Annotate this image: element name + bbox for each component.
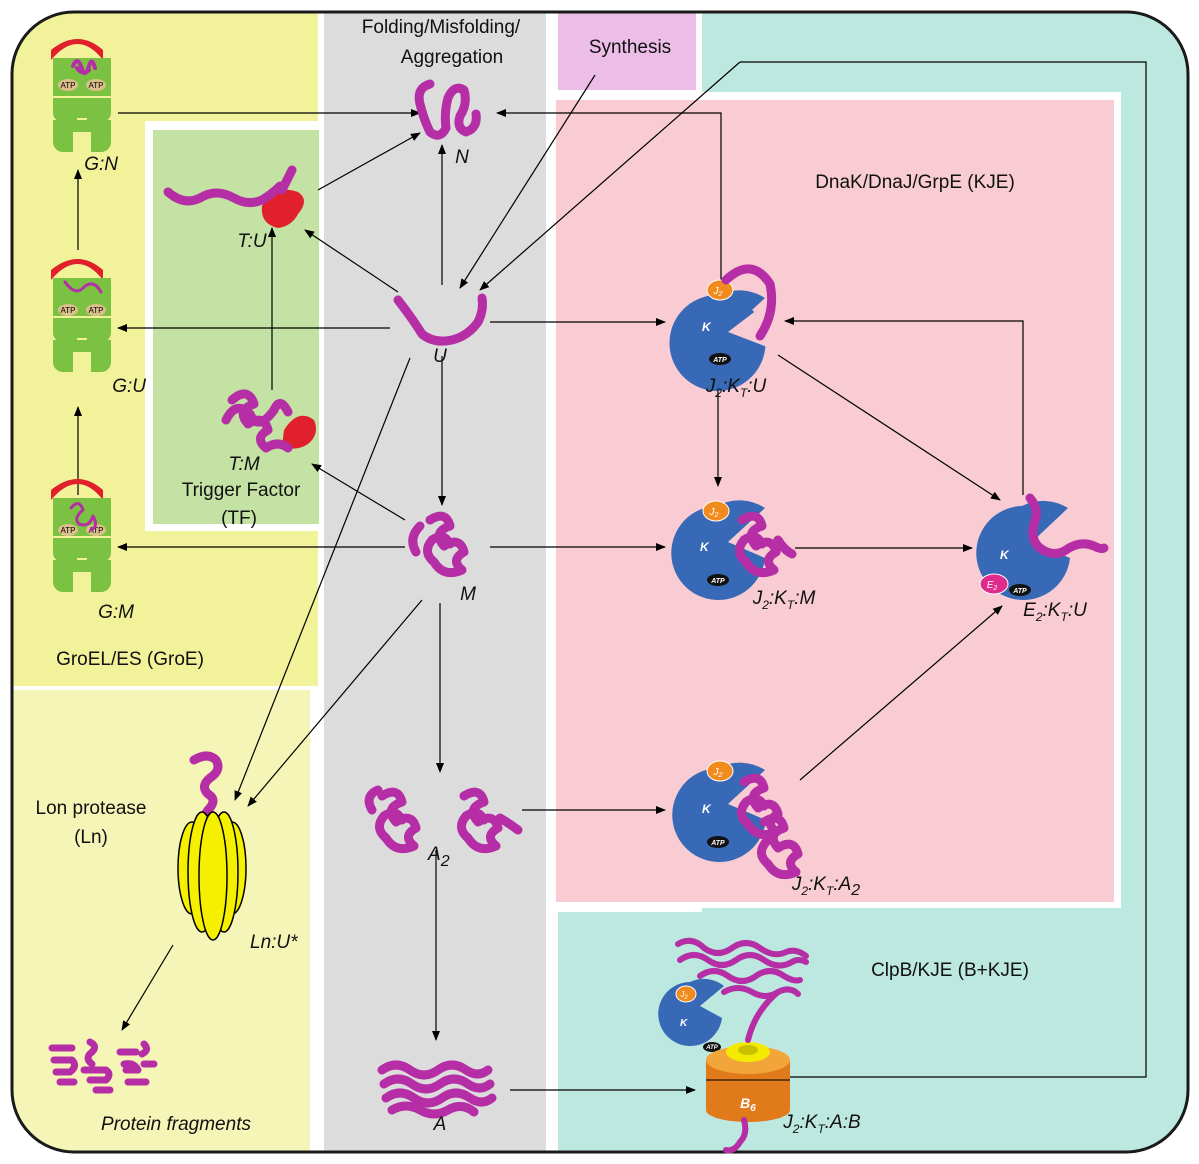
- dnaj-label: J2: [709, 507, 719, 519]
- dnaj-icon: [675, 985, 697, 1003]
- dnaj-icon: [706, 760, 734, 782]
- species-label-n: N: [455, 147, 469, 168]
- atp-label: ATP: [89, 306, 104, 315]
- kje-region: [556, 100, 1114, 902]
- atp-label: ATP: [61, 526, 76, 535]
- lon-protease-complex: [177, 751, 247, 941]
- atp-label: ATP: [89, 526, 104, 535]
- lon-title-line1: Lon protease: [36, 798, 147, 819]
- dnak-complex-unfolded: J2 K ATP: [669, 264, 777, 391]
- species-label-j2ktm: J2:KT:M: [752, 588, 816, 612]
- species-label-gn: G:N: [84, 154, 118, 175]
- atp-label: ATP: [89, 81, 104, 90]
- lon-region: [12, 690, 310, 1152]
- atp-label: ATP: [1012, 588, 1027, 595]
- atp-label: ATP: [712, 357, 727, 364]
- species-label-j2ktu: J2:KT:U: [705, 376, 767, 400]
- atp-label: ATP: [61, 306, 76, 315]
- species-label-gu: G:U: [112, 376, 146, 397]
- atp-label: ATP: [61, 81, 76, 90]
- species-label-fragments: Protein fragments: [101, 1114, 251, 1135]
- species-label-a2: A2: [427, 844, 450, 870]
- trigger-factor-unfolded-complex: [163, 165, 304, 228]
- groe-title: GroEL/ES (GroE): [56, 649, 204, 670]
- dnak-k-label: K: [700, 540, 710, 554]
- groel-complex-unfolded: ATP ATP: [51, 259, 111, 372]
- groes-cap-icon: [51, 259, 103, 280]
- trigger-factor-misfolded-complex: [221, 389, 316, 453]
- dnak-k-label: K: [702, 320, 712, 334]
- folding-title-line1: Folding/Misfolding/: [362, 17, 521, 38]
- tf-title-line1: Trigger Factor: [182, 480, 301, 501]
- dnaj-label: J2: [713, 286, 723, 298]
- clpb-title: ClpB/KJE (B+KJE): [871, 960, 1029, 981]
- clpb-dnak-complex: J2 K ATP B6: [658, 937, 809, 1154]
- dnak-icon: [671, 500, 765, 600]
- synthesis-region: [558, 12, 696, 90]
- dnak-icon: [658, 978, 724, 1046]
- grpe-icon: [979, 573, 1009, 595]
- dnak-k-label: K: [680, 1018, 688, 1029]
- tf-title-line2: (TF): [221, 508, 257, 529]
- species-label-j2ktab: J2:KT:A:B: [782, 1112, 861, 1136]
- kje-title: DnaK/DnaJ/GrpE (KJE): [815, 172, 1015, 193]
- groes-cap-icon: [51, 39, 103, 60]
- dnaj-label: J2: [713, 767, 723, 779]
- protein-fragments-icon: [48, 1038, 158, 1094]
- species-label-tu: T:U: [237, 231, 266, 252]
- teal-lower-region: [558, 912, 1188, 1152]
- atp-label: ATP: [705, 1045, 719, 1051]
- clpb-label: B6: [740, 1095, 756, 1114]
- lon-title-line2: (Ln): [74, 827, 108, 848]
- dimer-aggregate-icon: [364, 785, 523, 854]
- atp-label: ATP: [710, 840, 725, 847]
- species-label-a: A: [433, 1114, 447, 1135]
- species-label-a2-sub: 2: [440, 853, 450, 870]
- groel-complex-native: ATP ATP: [51, 39, 111, 152]
- misfolded-protein-icon: [408, 511, 469, 578]
- folding-region: [324, 12, 546, 1152]
- atp-label: ATP: [710, 578, 725, 585]
- dnak-complex-misfolded: J2 K ATP: [671, 500, 797, 600]
- species-label-a2-main: A: [427, 844, 441, 865]
- grpe-label: E2: [987, 580, 998, 592]
- dnaj-icon: [702, 500, 730, 522]
- unfolded-protein-icon: [393, 293, 487, 346]
- species-label-tm: T:M: [228, 454, 259, 475]
- species-label-e2ktu: E2:KT:U: [1023, 600, 1087, 624]
- dnak-icon: [672, 762, 766, 862]
- dnaj-icon: [706, 279, 734, 301]
- species-label-lnu: Ln:U*: [250, 932, 298, 953]
- species-label-u: U: [433, 346, 447, 367]
- dnak-complex-grpe: K E2 ATP: [976, 493, 1109, 600]
- dnak-complex-dimer: J2 K ATP: [672, 760, 803, 880]
- groes-cap-icon: [51, 479, 103, 500]
- outer-frame: [10, 10, 1190, 1154]
- native-protein-icon: [414, 79, 481, 140]
- aggregate-protein-icon: [377, 1060, 497, 1119]
- folding-title-line2: Aggregation: [401, 47, 503, 68]
- species-label-m: M: [460, 584, 476, 605]
- reaction-arrows: [74, 61, 1147, 1094]
- groel-complex-misfolded: ATP ATP: [51, 479, 111, 592]
- species-label-gm: G:M: [98, 602, 134, 623]
- dnak-k-label: K: [702, 802, 712, 816]
- clpb-hexamer-icon: [706, 1060, 790, 1122]
- species-label-j2kta2: J2:KT:A2: [791, 874, 860, 899]
- dnak-k-label: K: [1000, 548, 1010, 562]
- dnaj-label: J2: [679, 990, 688, 1001]
- synthesis-title: Synthesis: [589, 37, 671, 58]
